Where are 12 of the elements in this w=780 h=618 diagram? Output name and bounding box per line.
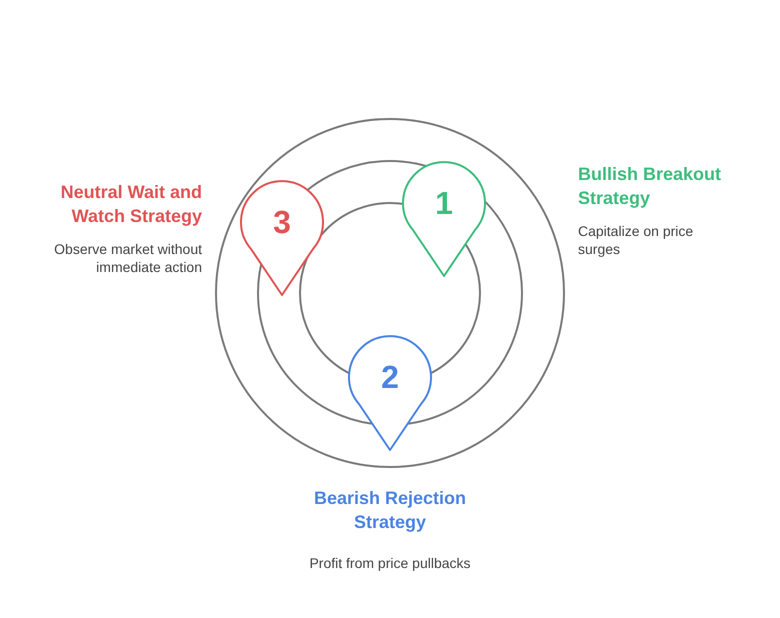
strategy-title: Bearish Rejection Strategy <box>312 487 468 534</box>
map-pin <box>347 334 433 452</box>
map-pin <box>239 179 325 297</box>
pin-number: 2 <box>380 361 400 393</box>
strategy-title: Bullish Breakout Strategy <box>578 163 722 210</box>
strategy-title: Neutral Wait and Watch Strategy <box>60 181 202 228</box>
strategy-description: Profit from price pullbacks <box>308 554 472 572</box>
pin-number: 1 <box>434 187 454 219</box>
map-pin <box>401 160 487 278</box>
strategy-description: Observe market without immediate action <box>53 240 202 276</box>
pin-number: 3 <box>272 206 292 238</box>
strategy-description: Capitalize on price surges <box>578 222 694 258</box>
